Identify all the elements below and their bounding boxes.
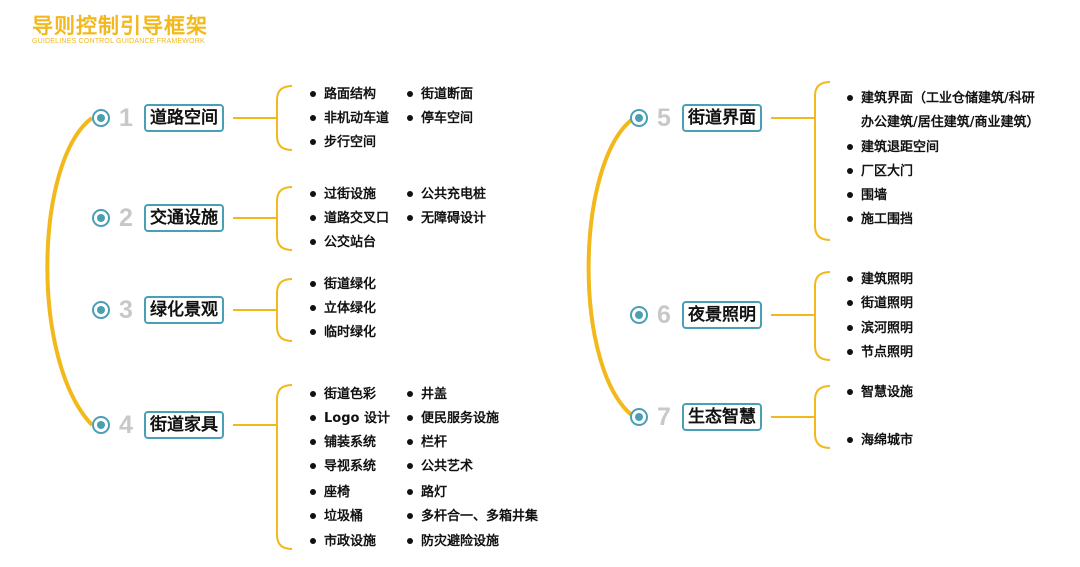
target-icon: [630, 408, 648, 426]
category-label: 街道界面: [682, 104, 762, 132]
list-item: 铺装系统: [310, 434, 376, 452]
list-item: 建筑退距空间: [847, 139, 939, 157]
list-item: 多杆合一、多箱井集: [407, 508, 538, 526]
list-item: 停车空间: [407, 110, 473, 128]
category-label: 夜景照明: [682, 301, 762, 329]
category-node-5: 5 街道界面: [630, 104, 762, 132]
list-item: 智慧设施: [847, 384, 913, 402]
category-node-1: 1 道路空间: [92, 104, 224, 132]
list-item: 立体绿化: [310, 300, 376, 318]
list-item: 路灯: [407, 484, 447, 502]
list-item: Logo 设计: [310, 410, 390, 428]
target-icon: [92, 416, 110, 434]
category-number: 2: [119, 204, 133, 232]
list-item: 座椅: [310, 484, 350, 502]
list-item: 街道照明: [847, 295, 913, 313]
list-item: 垃圾桶: [310, 508, 363, 526]
page-subtitle: GUIDELINES CONTROL GUIDANCE FRAMEWORK: [32, 38, 205, 45]
list-item: 非机动车道: [310, 110, 389, 128]
list-item: 滨河照明: [847, 320, 913, 338]
target-icon: [92, 109, 110, 127]
category-number: 1: [119, 104, 133, 132]
list-item: 街道色彩: [310, 386, 376, 404]
list-item: 便民服务设施: [407, 410, 499, 428]
list-item: 道路交叉口: [310, 210, 389, 228]
list-item: 无障碍设计: [407, 210, 486, 228]
list-item: 过街设施: [310, 186, 376, 204]
category-node-6: 6 夜景照明: [630, 301, 762, 329]
list-item: 海绵城市: [847, 432, 913, 450]
list-item: 防灾避险设施: [407, 533, 499, 551]
category-number: 6: [657, 301, 671, 329]
list-item: 街道断面: [407, 86, 473, 104]
list-item: 市政设施: [310, 533, 376, 551]
list-item: 施工围挡: [847, 211, 913, 229]
list-item: 临时绿化: [310, 324, 376, 342]
list-item: 围墙: [847, 187, 887, 205]
list-item: 公共艺术: [407, 458, 473, 476]
list-item: 栏杆: [407, 434, 447, 452]
category-number: 4: [119, 411, 133, 439]
list-item: 步行空间: [310, 134, 376, 152]
target-icon: [630, 109, 648, 127]
right-arc: [586, 116, 636, 419]
list-item: 井盖: [407, 386, 447, 404]
category-label: 交通设施: [144, 204, 224, 232]
list-item: 导视系统: [310, 458, 376, 476]
list-item: 街道绿化: [310, 276, 376, 294]
category-node-3: 3 绿化景观: [92, 296, 224, 324]
category-node-2: 2 交通设施: [92, 204, 224, 232]
category-label: 街道家具: [144, 411, 224, 439]
category-node-4: 4 街道家具: [92, 411, 224, 439]
list-item: 公交站台: [310, 234, 376, 252]
list-item: 厂区大门: [847, 163, 913, 181]
list-item: 公共充电桩: [407, 186, 486, 204]
list-item: 节点照明: [847, 344, 913, 362]
category-number: 3: [119, 296, 133, 324]
list-item: 建筑界面（工业仓储建筑/科研: [847, 90, 1035, 108]
left-arc: [45, 116, 94, 427]
target-icon: [92, 209, 110, 227]
category-node-7: 7 生态智慧: [630, 403, 762, 431]
target-icon: [92, 301, 110, 319]
category-label: 道路空间: [144, 104, 224, 132]
list-item: 路面结构: [310, 86, 376, 104]
page-title: 导则控制引导框架: [32, 14, 208, 38]
category-label: 生态智慧: [682, 403, 762, 431]
list-item: 建筑照明: [847, 271, 913, 289]
category-number: 7: [657, 403, 671, 431]
category-number: 5: [657, 104, 671, 132]
category-label: 绿化景观: [144, 296, 224, 324]
list-item: 办公建筑/居住建筑/商业建筑）: [861, 115, 1040, 130]
target-icon: [630, 306, 648, 324]
